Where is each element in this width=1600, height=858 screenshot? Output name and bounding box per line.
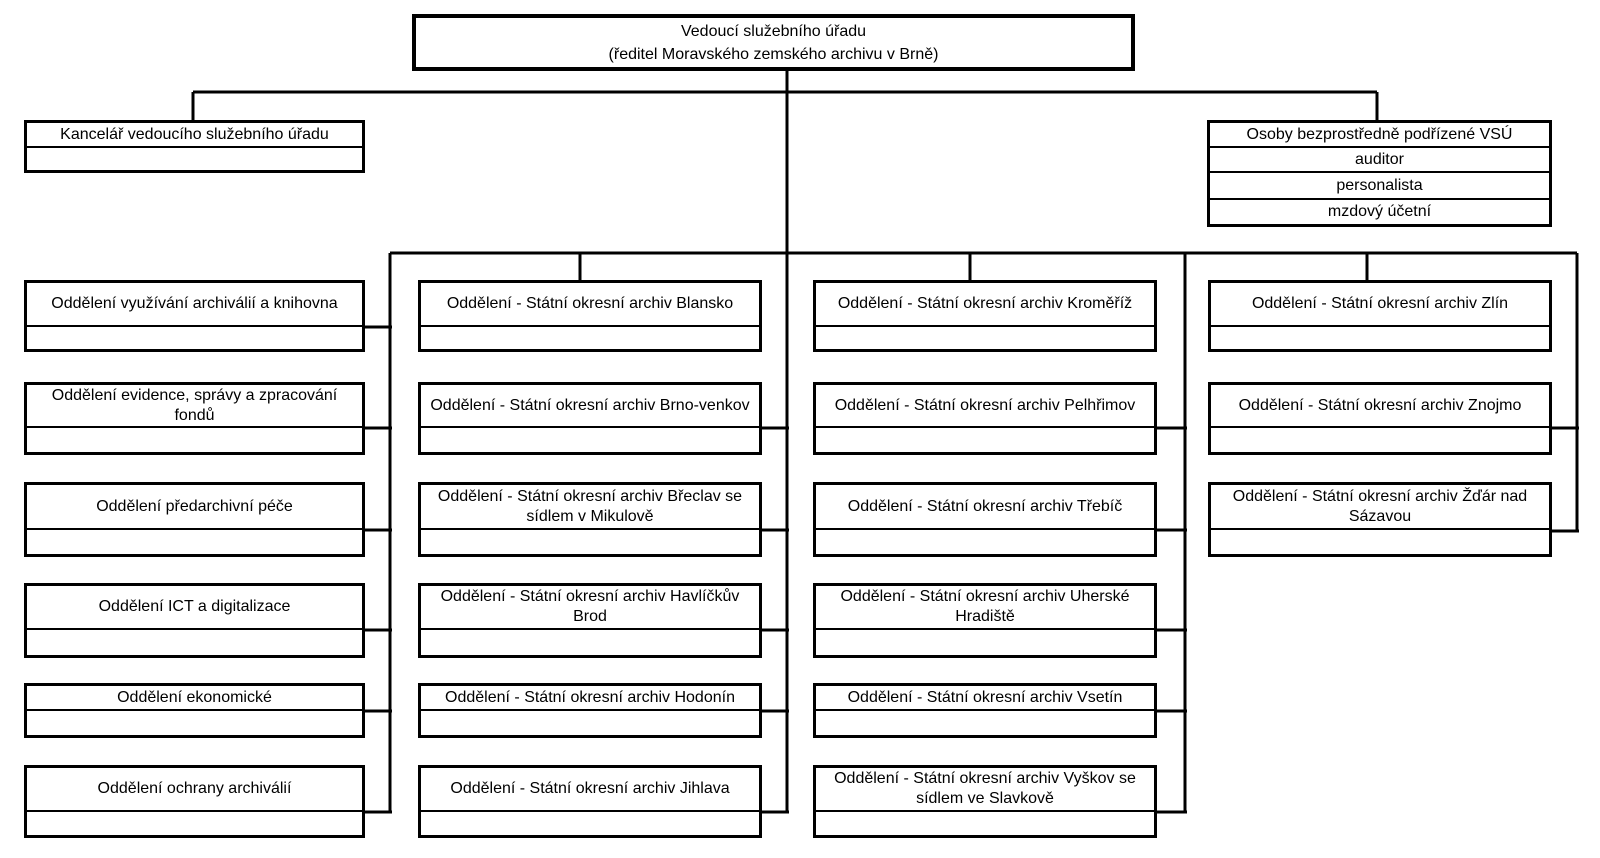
box-oddeleni-vyuzivani-archivalii: Oddělení využívání archiválií a knihovna: [24, 280, 365, 352]
box-soka-brno-venkov: Oddělení - Státní okresní archiv Brno-ve…: [418, 382, 762, 455]
box-osoby-podrizene-vsu: Osoby bezprostředně podřízené VSÚ audito…: [1207, 120, 1552, 227]
box-soka-hodonin: Oddělení - Státní okresní archiv Hodonín: [418, 683, 762, 738]
box-title: Oddělení ICT a digitalizace: [27, 586, 362, 630]
root-title-line2: (ředitel Moravského zemského archivu v B…: [608, 45, 939, 63]
box-title: Oddělení - Státní okresní archiv Vyškov …: [816, 768, 1154, 812]
box-title: Oddělení - Státní okresní archiv Kroměří…: [816, 283, 1154, 327]
box-oddeleni-ekonomicke: Oddělení ekonomické: [24, 683, 365, 738]
box-empty-row: [27, 530, 362, 554]
box-soka-vsetin: Oddělení - Státní okresní archiv Vsetín: [813, 683, 1157, 738]
box-empty-row: [27, 428, 362, 452]
row-auditor: auditor: [1210, 148, 1549, 173]
box-empty-row: [421, 630, 759, 655]
box-title: Oddělení - Státní okresní archiv Jihlava: [421, 768, 759, 812]
row-personalista: personalista: [1210, 173, 1549, 200]
box-empty-row: [421, 711, 759, 735]
box-soka-havlickuv-brod: Oddělení - Státní okresní archiv Havlíčk…: [418, 583, 762, 658]
box-empty-row: [421, 812, 759, 835]
box-soka-blansko: Oddělení - Státní okresní archiv Blansko: [418, 280, 762, 352]
box-empty-row: [816, 327, 1154, 349]
box-soka-jihlava: Oddělení - Státní okresní archiv Jihlava: [418, 765, 762, 838]
box-title: Oddělení - Státní okresní archiv Brno-ve…: [421, 385, 759, 428]
box-empty-row: [816, 630, 1154, 655]
box-soka-zlin: Oddělení - Státní okresní archiv Zlín: [1208, 280, 1552, 352]
box-title: Oddělení - Státní okresní archiv Třebíč: [816, 485, 1154, 530]
box-title: Osoby bezprostředně podřízené VSÚ: [1210, 123, 1549, 148]
box-soka-trebic: Oddělení - Státní okresní archiv Třebíč: [813, 482, 1157, 557]
box-title: Oddělení - Státní okresní archiv Zlín: [1211, 283, 1549, 327]
box-empty-row: [816, 812, 1154, 835]
box-empty-row: [27, 812, 362, 835]
box-empty-row: [421, 530, 759, 554]
box-title: Oddělení ekonomické: [27, 686, 362, 711]
box-title: Oddělení ochrany archiválií: [27, 768, 362, 812]
root-title-line1: Vedoucí služebního úřadu: [680, 22, 867, 40]
box-vedouci-sluzebniho-uradu: Vedoucí služebního úřadu (ředitel Moravs…: [412, 14, 1135, 71]
row-mzdovy-ucetni: mzdový účetní: [1327, 203, 1432, 220]
box-title: Oddělení - Státní okresní archiv Uherské…: [816, 586, 1154, 630]
box-empty-row: [421, 327, 759, 349]
box-empty-row: [1211, 530, 1549, 554]
box-empty-row: [816, 530, 1154, 554]
box-empty-row: [27, 630, 362, 655]
box-empty-row: [27, 711, 362, 735]
box-title: Oddělení předarchivní péče: [27, 485, 362, 530]
box-empty-row: [816, 428, 1154, 452]
box-oddeleni-ochrany-archivalii: Oddělení ochrany archiválií: [24, 765, 365, 838]
box-oddeleni-evidence-fondu: Oddělení evidence, správy a zpracování f…: [24, 382, 365, 455]
box-title: Oddělení - Státní okresní archiv Znojmo: [1211, 385, 1549, 428]
box-title: Oddělení - Státní okresní archiv Vsetín: [816, 686, 1154, 711]
box-soka-pelhrimov: Oddělení - Státní okresní archiv Pelhřim…: [813, 382, 1157, 455]
box-soka-znojmo: Oddělení - Státní okresní archiv Znojmo: [1208, 382, 1552, 455]
box-title: Oddělení - Státní okresní archiv Pelhřim…: [816, 385, 1154, 428]
box-title: Oddělení - Státní okresní archiv Havlíčk…: [421, 586, 759, 630]
box-empty-row: [27, 327, 362, 349]
box-soka-uherske-hradiste: Oddělení - Státní okresní archiv Uherské…: [813, 583, 1157, 658]
box-title: Oddělení - Státní okresní archiv Blansko: [421, 283, 759, 327]
box-title: Oddělení evidence, správy a zpracování f…: [27, 385, 362, 428]
box-empty-row: [421, 428, 759, 452]
box-soka-vyskov: Oddělení - Státní okresní archiv Vyškov …: [813, 765, 1157, 838]
box-title: Oddělení - Státní okresní archiv Hodonín: [421, 686, 759, 711]
box-empty-row: [1211, 428, 1549, 452]
box-soka-kromeriz: Oddělení - Státní okresní archiv Kroměří…: [813, 280, 1157, 352]
box-empty-row: [27, 148, 362, 170]
box-kancelar-vedouciho-sluzebniho-uradu: Kancelář vedoucího služebního úřadu: [24, 120, 365, 173]
box-title: Oddělení využívání archiválií a knihovna: [27, 283, 362, 327]
box-title: Oddělení - Státní okresní archiv Břeclav…: [421, 485, 759, 530]
box-title: Oddělení - Státní okresní archiv Žďár na…: [1211, 485, 1549, 530]
box-empty-row: [816, 711, 1154, 735]
box-oddeleni-ict-digitalizace: Oddělení ICT a digitalizace: [24, 583, 365, 658]
box-soka-zdar-nad-sazavou: Oddělení - Státní okresní archiv Žďár na…: [1208, 482, 1552, 557]
box-oddeleni-predarchivni-pece: Oddělení předarchivní péče: [24, 482, 365, 557]
box-soka-breclav: Oddělení - Státní okresní archiv Břeclav…: [418, 482, 762, 557]
box-title: Kancelář vedoucího služebního úřadu: [27, 123, 362, 148]
box-empty-row: [1211, 327, 1549, 349]
